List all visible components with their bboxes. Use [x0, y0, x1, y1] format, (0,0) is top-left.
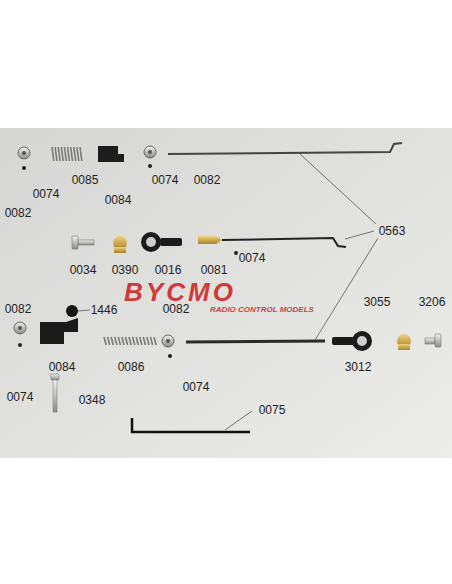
coil-stroke: [115, 337, 117, 345]
coil-stroke: [147, 337, 149, 345]
callout-number: 0081: [201, 263, 228, 277]
callout-number: 0563: [379, 224, 406, 238]
callout-number: 0074: [152, 173, 179, 187]
callout-number: 0034: [70, 263, 97, 277]
coil-stroke: [74, 147, 76, 161]
callout-number: 0084: [49, 360, 76, 374]
callout-number: 0390: [112, 263, 139, 277]
callout-number: 0074: [183, 380, 210, 394]
callout-number: 3055: [364, 295, 391, 309]
photo-ground: [0, 128, 452, 458]
coil-spring: [104, 337, 156, 345]
callout-number: 0085: [72, 173, 99, 187]
row-one-parts: [18, 143, 402, 170]
coil-stroke: [68, 147, 70, 161]
callout-number: 0074: [7, 390, 34, 404]
coil-stroke: [52, 147, 54, 161]
callout-number: 3012: [345, 360, 372, 374]
coil-stroke: [140, 337, 142, 345]
coil-stroke: [61, 147, 63, 161]
row-three-parts: [14, 305, 441, 432]
coil-stroke: [80, 147, 82, 161]
callout-number: 0086: [118, 360, 145, 374]
coil-stroke: [64, 147, 66, 161]
coil-stroke: [55, 147, 57, 161]
leader-lines: [78, 154, 378, 430]
coil-stroke: [77, 147, 79, 161]
coil-stroke: [104, 337, 106, 345]
watermark-text: BYCMO: [124, 279, 236, 305]
coil-stroke: [136, 337, 138, 345]
callout-number: 0016: [155, 263, 182, 277]
coil-stroke: [122, 337, 124, 345]
callout-number: 0074: [33, 187, 60, 201]
callout-number: 1446: [91, 303, 118, 317]
callout-number: 3206: [419, 295, 446, 309]
coil-stroke: [129, 337, 131, 345]
callout-number: 0075: [259, 403, 286, 417]
coil-stroke: [150, 337, 152, 345]
callout-number: 0084: [105, 193, 132, 207]
coil-stroke: [118, 337, 120, 345]
callout-number: 0082: [194, 173, 221, 187]
callout-number: 0074: [239, 251, 266, 265]
coil-stroke: [143, 337, 145, 345]
callout-number: 0348: [79, 393, 106, 407]
coil-stroke: [111, 337, 113, 345]
watermark-text: RADIO CONTROL MODELS: [210, 305, 314, 314]
coil-spring: [52, 147, 82, 161]
coil-stroke: [133, 337, 135, 345]
row-two-parts: [72, 232, 346, 255]
coil-stroke: [58, 147, 60, 161]
callout-number: 0082: [5, 302, 32, 316]
coil-stroke: [108, 337, 110, 345]
callout-number: 0082: [5, 206, 32, 220]
coil-stroke: [154, 337, 156, 345]
coil-stroke: [125, 337, 127, 345]
coil-stroke: [71, 147, 73, 161]
